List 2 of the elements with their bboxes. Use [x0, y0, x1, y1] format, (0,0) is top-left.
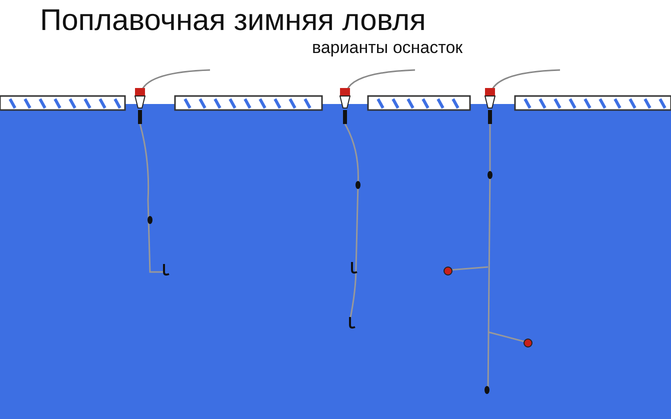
subtitle: варианты оснасток: [312, 38, 463, 58]
title: Поплавочная зимняя ловля: [40, 4, 426, 38]
